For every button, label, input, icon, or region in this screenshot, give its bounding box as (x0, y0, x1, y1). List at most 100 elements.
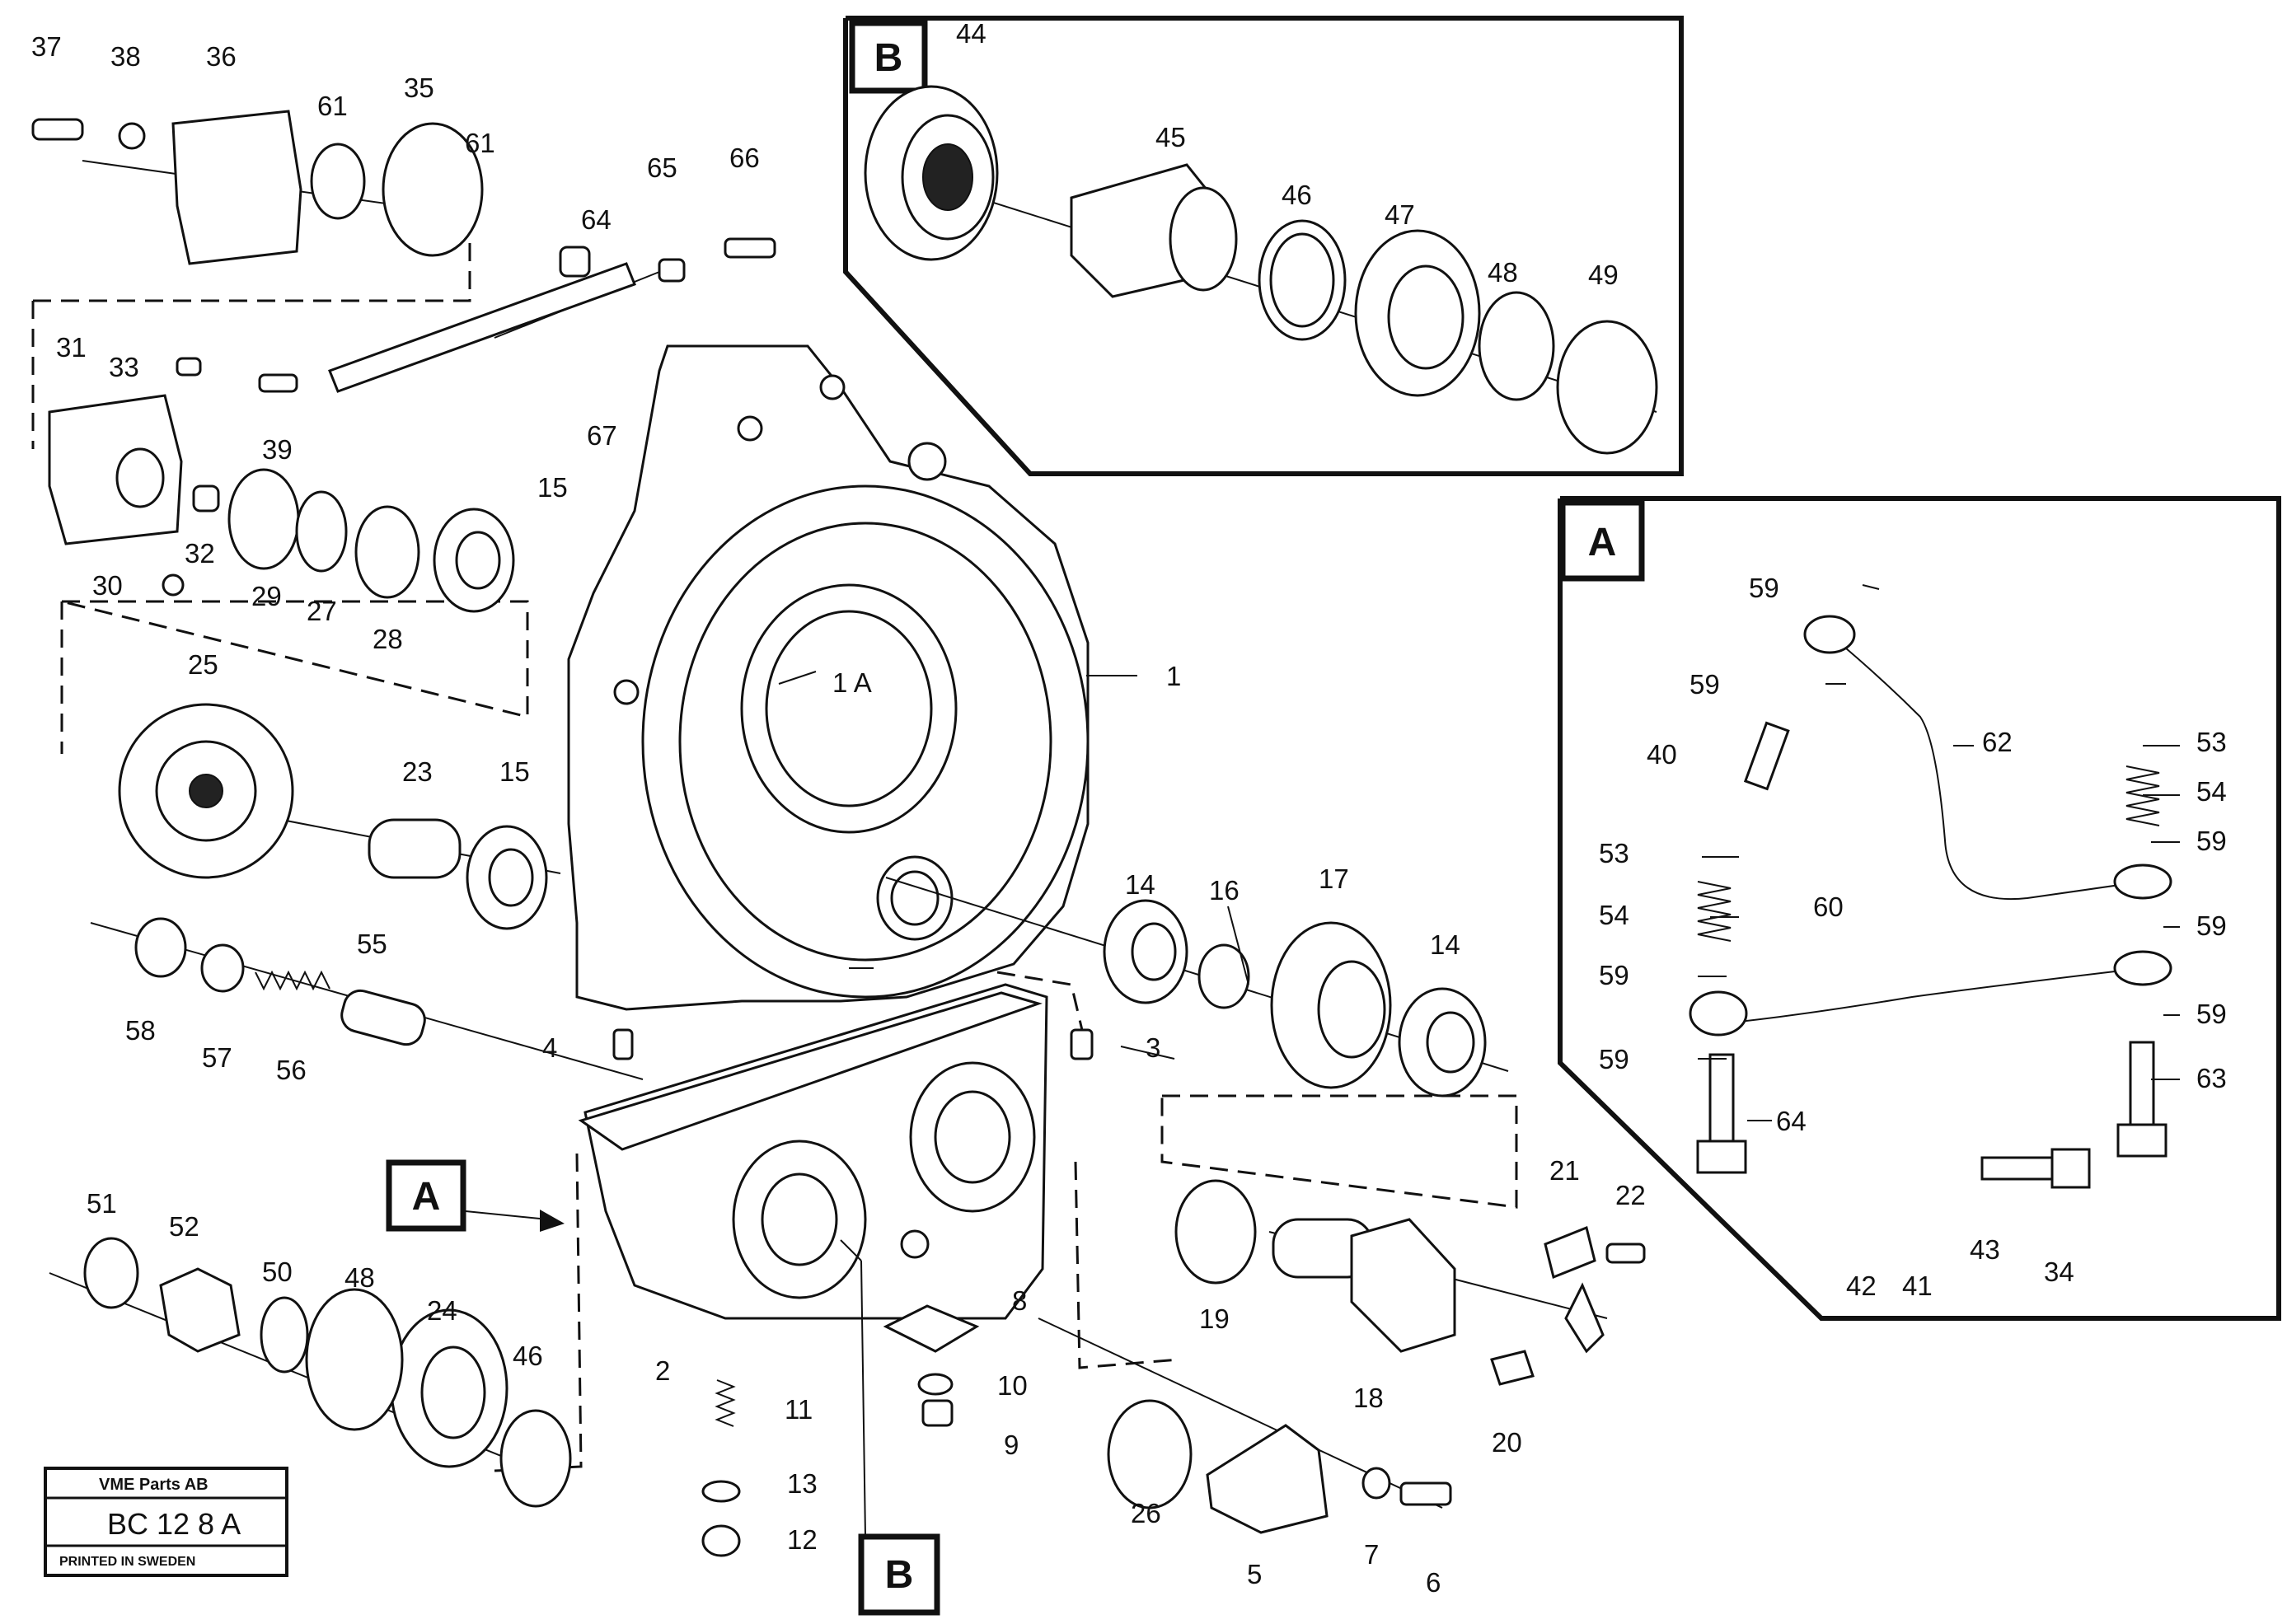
cover-plate-icon-36 (171, 110, 302, 265)
callout-18: 18 (1353, 1383, 1384, 1413)
gear-icon-25 (118, 703, 294, 879)
callout-67: 67 (587, 420, 617, 451)
callout-24: 24 (427, 1295, 457, 1326)
callout-12: 12 (787, 1524, 818, 1555)
bolt-icon-a (1696, 721, 2167, 1189)
callout-62: 62 (1982, 727, 2013, 757)
oil-pipe-icon (1689, 615, 2172, 1037)
shaft-icon-23 (368, 818, 462, 879)
callout-32: 32 (185, 538, 215, 569)
callout-7: 7 (1364, 1539, 1379, 1570)
callout-16: 16 (1209, 875, 1240, 906)
circlip-icon-49 (1556, 320, 1658, 455)
callout-49: 49 (1588, 260, 1619, 290)
callout-43: 43 (1970, 1234, 2000, 1265)
bearing-icon-15-b (466, 825, 548, 930)
callout-11: 11 (785, 1394, 813, 1425)
callout-54-a: 54 (2196, 776, 2227, 807)
callout-14-b: 14 (1430, 929, 1460, 960)
bearing-icon-47 (1354, 229, 1481, 397)
callout-59-b: 59 (1689, 669, 1720, 700)
ring-icon-19 (1174, 1179, 1257, 1285)
callout-27: 27 (307, 596, 337, 626)
hub-sleeve-icon (1070, 163, 1238, 298)
callout-2: 2 (655, 1355, 670, 1386)
leader-lines (778, 584, 2180, 1121)
callout-34: 34 (2044, 1257, 2074, 1287)
callout-39: 39 (262, 434, 293, 465)
callout-4: 4 (542, 1032, 557, 1063)
callout-20: 20 (1492, 1427, 1522, 1458)
callout-65: 65 (647, 152, 677, 183)
callout-52: 52 (169, 1211, 199, 1242)
callout-59-d: 59 (2196, 910, 2227, 941)
sump-housing-icon (578, 983, 1048, 1320)
gear-icon-17 (1270, 921, 1392, 1089)
callout-6: 6 (1426, 1567, 1441, 1598)
callout-56: 56 (276, 1055, 307, 1085)
callout-36: 36 (206, 41, 237, 72)
spring-icon-56 (255, 970, 330, 991)
stamp-code: BC 12 8 A (107, 1507, 241, 1541)
callout-31: 31 (56, 332, 87, 363)
callout-60: 60 (1813, 892, 1844, 922)
callout-3: 3 (1146, 1032, 1160, 1063)
callout-40: 40 (1647, 739, 1677, 770)
publisher-stamp: VME Parts AB BC 12 8 A PRINTED IN SWEDEN (44, 1467, 288, 1577)
callout-59-g: 59 (1599, 1044, 1629, 1074)
callout-46-a: 46 (1282, 180, 1312, 210)
ring-icon-35 (310, 122, 484, 257)
callout-61-a: 61 (317, 91, 348, 121)
callout-23: 23 (402, 756, 433, 787)
plate-icon-8 (883, 1304, 980, 1353)
callout-35: 35 (404, 73, 434, 103)
callout-44: 44 (956, 18, 987, 49)
callout-59-e: 59 (1599, 960, 1629, 990)
bearing-icon-24 (390, 1308, 508, 1468)
callout-15-a: 15 (537, 472, 568, 503)
callout-10: 10 (997, 1370, 1028, 1401)
detail-box-a-label: A (1588, 521, 1617, 564)
arrow-box-b-label: B (885, 1553, 914, 1597)
callout-33: 33 (109, 352, 139, 382)
callout-48-b: 48 (344, 1262, 375, 1293)
bracket-icon-21 (1490, 1225, 1605, 1386)
callout-42: 42 (1846, 1271, 1877, 1301)
pump-icon-18 (1272, 1218, 1456, 1353)
callout-41: 41 (1902, 1271, 1933, 1301)
callout-37: 37 (31, 31, 62, 62)
ring-icon-29 (227, 468, 420, 599)
callout-17: 17 (1319, 863, 1349, 894)
callout-51: 51 (87, 1188, 117, 1219)
housing-icon (567, 344, 1137, 1011)
callout-63: 63 (2196, 1063, 2227, 1093)
callout-38: 38 (110, 41, 141, 72)
callout-46-b: 46 (513, 1341, 543, 1371)
callout-5: 5 (1247, 1559, 1262, 1589)
callout-19: 19 (1199, 1303, 1230, 1334)
callout-13: 13 (787, 1468, 818, 1499)
callout-14-a: 14 (1125, 869, 1155, 900)
callout-64-a: 64 (581, 204, 612, 235)
detail-box-b-label: B (874, 36, 903, 80)
callout-1: 1 (1166, 661, 1181, 691)
cover-icon-5 (1107, 1399, 1329, 1534)
ring-icon-46-b (1258, 219, 1347, 341)
callout-59-c: 59 (2196, 826, 2227, 856)
callout-8: 8 (1012, 1285, 1027, 1316)
callout-48-a: 48 (1488, 257, 1518, 288)
callout-55: 55 (357, 929, 387, 959)
bearing-icon-14-a (1103, 899, 1188, 1004)
gear-icon-52 (159, 1267, 241, 1353)
callout-58: 58 (125, 1015, 156, 1046)
callout-64-b: 64 (1776, 1106, 1807, 1136)
shaft-icon-64 (328, 262, 636, 393)
callout-22: 22 (1615, 1180, 1646, 1210)
callout-30: 30 (92, 570, 123, 601)
stamp-printed: PRINTED IN SWEDEN (59, 1555, 195, 1569)
callout-61-b: 61 (465, 128, 495, 158)
callout-59-f: 59 (2196, 999, 2227, 1029)
callout-66: 66 (729, 143, 760, 173)
callout-15-b: 15 (499, 756, 530, 787)
